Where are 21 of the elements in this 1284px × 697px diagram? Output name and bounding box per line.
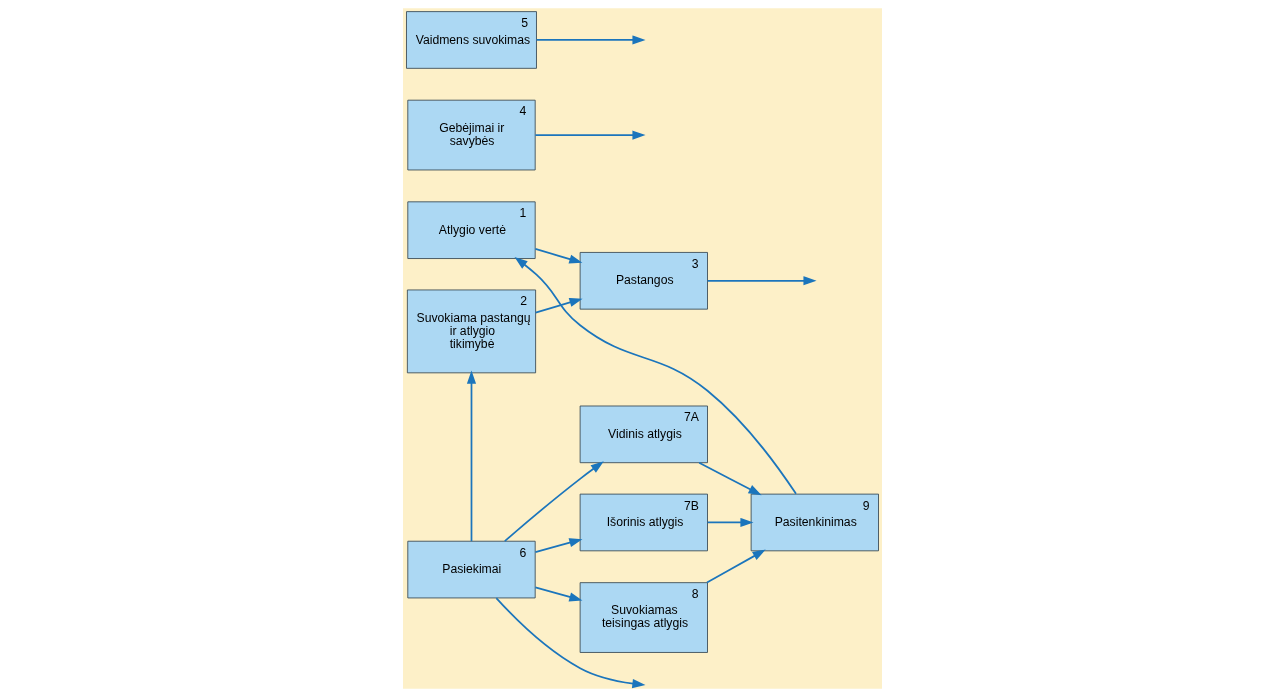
- node-box: 7A Vidinis atlygis: [579, 405, 708, 464]
- arrow: [466, 370, 476, 543]
- node-box: 1 Atlygio vertė: [406, 201, 536, 259]
- node-box: 6 Pasiekimai: [406, 540, 536, 599]
- node-box: 5 Vaidmens suvokimas: [405, 11, 537, 69]
- arrow: [494, 597, 645, 689]
- arrow: [705, 549, 766, 584]
- node-box: 3 Pastangos: [579, 252, 708, 310]
- arrow: [514, 257, 797, 495]
- node-box: 2 Suvokiama pastangų ir atlygio tikimybė: [406, 289, 536, 374]
- arrow: [534, 538, 582, 554]
- node-box: 9 Pasitenkinimas: [750, 493, 879, 552]
- node-box: 7B Išorinis atlygis: [579, 493, 708, 552]
- arrow: [534, 586, 582, 602]
- arrow: [534, 298, 583, 314]
- node-box: 8 Suvokiamas teisingas atlygis: [579, 582, 708, 653]
- arrow: [503, 461, 604, 542]
- node-box: 4 Gebėjimai ir savybės: [406, 99, 536, 171]
- arrow: [697, 461, 762, 496]
- arrow: [534, 248, 582, 264]
- arrow: [706, 517, 753, 528]
